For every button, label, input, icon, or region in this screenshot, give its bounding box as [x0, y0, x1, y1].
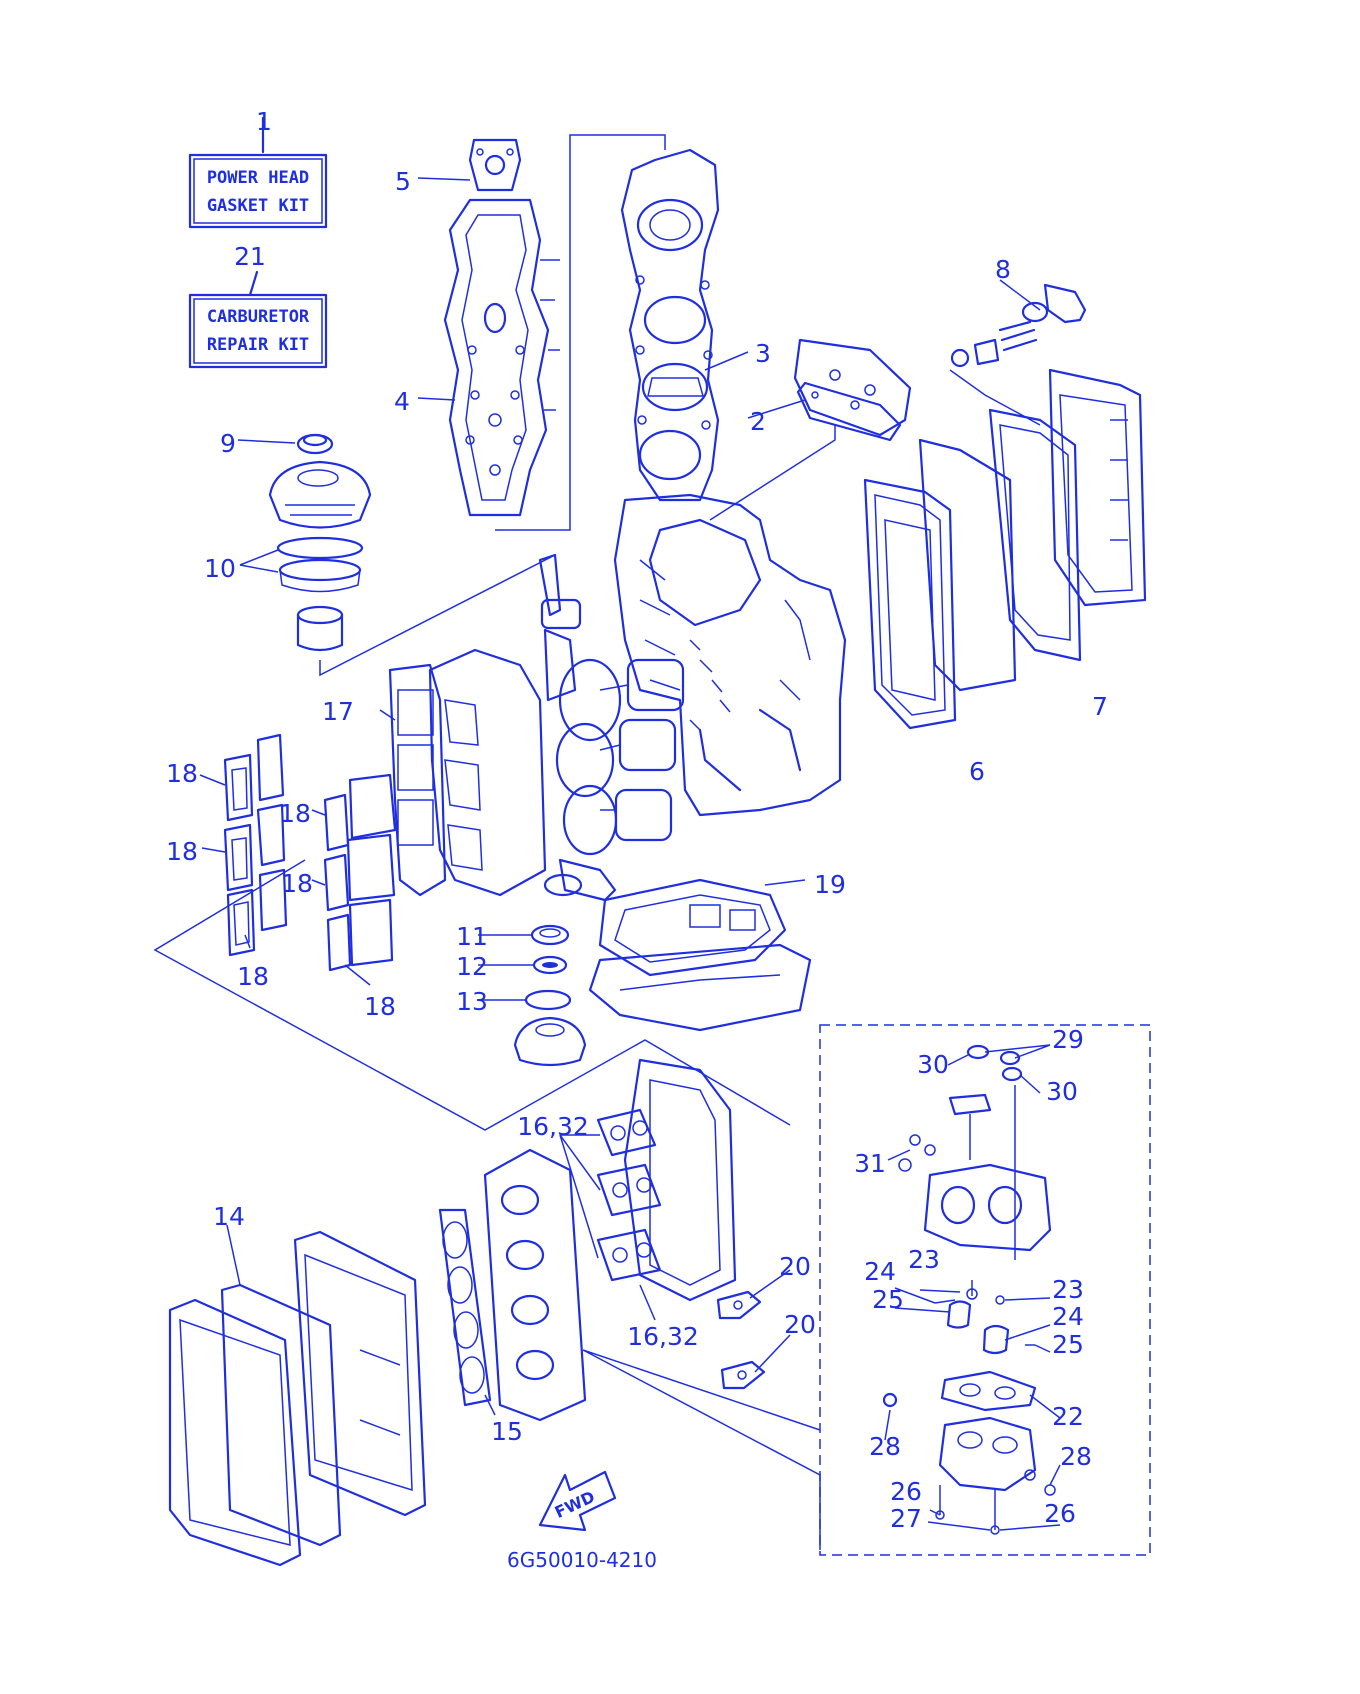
callout-8: 8 [995, 255, 1011, 284]
lower-casing [588, 943, 812, 1032]
callout-labels: 1 5 4 3 2 8 9 10 7 6 17 18 18 18 18 18 1… [166, 107, 1108, 1533]
part-10-o-rings [276, 536, 364, 593]
fwd-arrow: FWD [538, 1470, 617, 1532]
callout-7: 7 [1092, 692, 1108, 721]
callout-18-e: 18 [237, 962, 269, 991]
callout-18-c: 18 [166, 837, 198, 866]
carburetor-detail [882, 1044, 1056, 1535]
callout-3: 3 [755, 339, 771, 368]
callout-17: 17 [322, 697, 354, 726]
intake-manifold [483, 1148, 587, 1422]
callout-9: 9 [220, 429, 236, 458]
part-14-silencer-cover [168, 1283, 342, 1567]
callout-30-a: 30 [917, 1050, 949, 1079]
callout-19: 19 [814, 870, 846, 899]
callout-31: 31 [854, 1149, 886, 1178]
part-20-gaskets [716, 1290, 766, 1390]
carburetor-bodies-group [623, 1058, 737, 1302]
kit-box-power-head[interactable]: 1 POWER HEAD GASKET KIT [188, 116, 328, 229]
callout-16-32-a: 16,32 [517, 1112, 589, 1141]
part-9-seal [296, 433, 334, 455]
callout-15: 15 [491, 1417, 523, 1446]
leader-2 [709, 425, 836, 521]
part-11-seal [530, 924, 570, 946]
part-7-exhaust-cover [988, 368, 1147, 662]
part-2-cover [793, 338, 912, 442]
callout-25-a: 25 [872, 1285, 904, 1314]
leader-bracket-4 [495, 134, 666, 531]
callout-leaders [199, 177, 1061, 1531]
callout-24-a: 24 [864, 1257, 896, 1286]
part-3-head-gasket [620, 148, 720, 502]
callout-4: 4 [394, 387, 410, 416]
carburetor-detail-box [819, 1024, 1151, 1556]
callout-28-b: 28 [1060, 1442, 1092, 1471]
callout-2: 2 [750, 407, 766, 436]
part-4-exhaust-gasket [443, 198, 560, 517]
kit1-line1: POWER HEAD [207, 168, 309, 188]
kit1-line2: GASKET KIT [207, 196, 309, 216]
callout-16-32-b: 16,32 [627, 1322, 699, 1351]
leader-carb-box [582, 1349, 821, 1550]
callout-20-a: 20 [779, 1252, 811, 1281]
callout-5: 5 [395, 167, 411, 196]
part-6-gasket [863, 438, 1017, 730]
callout-11: 11 [456, 922, 488, 951]
lower-bearing-housing [513, 1016, 587, 1067]
kit21-line2: REPAIR KIT [207, 335, 309, 355]
callout-18-b: 18 [279, 799, 311, 828]
part-18-reed-valves-right [323, 773, 397, 972]
callout-25-b: 25 [1052, 1330, 1084, 1359]
callout-29: 29 [1052, 1025, 1084, 1054]
leader-9-10 [319, 554, 556, 677]
callout-18-d: 18 [281, 869, 313, 898]
part-12-seal [532, 955, 568, 975]
callout-14: 14 [213, 1202, 245, 1231]
part-8-thermostat [950, 283, 1087, 368]
callout-26-b: 26 [1044, 1499, 1076, 1528]
callout-13: 13 [456, 987, 488, 1016]
callout-6: 6 [969, 757, 985, 786]
part-5-gasket [468, 138, 522, 192]
callout-24-b: 24 [1052, 1302, 1084, 1331]
drawing-code: 6G50010-4210 [507, 1548, 657, 1572]
callout-20-b: 20 [784, 1310, 816, 1339]
cylinder-block [613, 493, 847, 817]
callout-30-b: 30 [1046, 1077, 1078, 1106]
part-15-gasket [438, 1208, 492, 1407]
silencer [293, 1230, 427, 1517]
crankcase-and-crankshaft [388, 553, 685, 902]
part-16-gaskets [596, 1108, 662, 1282]
callout-10: 10 [204, 554, 236, 583]
part-13-o-ring [524, 989, 572, 1011]
part-19-base-gasket [598, 878, 787, 977]
kit21-line1: CARBURETOR [207, 307, 310, 327]
callout-27: 27 [890, 1504, 922, 1533]
kit-number-21: 21 [234, 242, 266, 271]
leader-8 [949, 369, 1041, 426]
callout-23-b: 23 [1052, 1275, 1084, 1304]
upper-bearing-housing [268, 460, 372, 529]
callout-22: 22 [1052, 1402, 1084, 1431]
callout-28-a: 28 [869, 1432, 901, 1461]
fwd-label: FWD [552, 1487, 598, 1522]
kit-box-carburetor[interactable]: 21 CARBURETOR REPAIR KIT [188, 242, 328, 369]
callout-1: 1 [256, 107, 272, 136]
callout-12: 12 [456, 952, 488, 981]
callout-23-a: 23 [908, 1245, 940, 1274]
callout-18-a: 18 [166, 759, 198, 788]
part-18-reed-valves-left [223, 733, 288, 957]
callout-26-a: 26 [890, 1477, 922, 1506]
bushing [296, 605, 344, 652]
callout-18-f: 18 [364, 992, 396, 1021]
